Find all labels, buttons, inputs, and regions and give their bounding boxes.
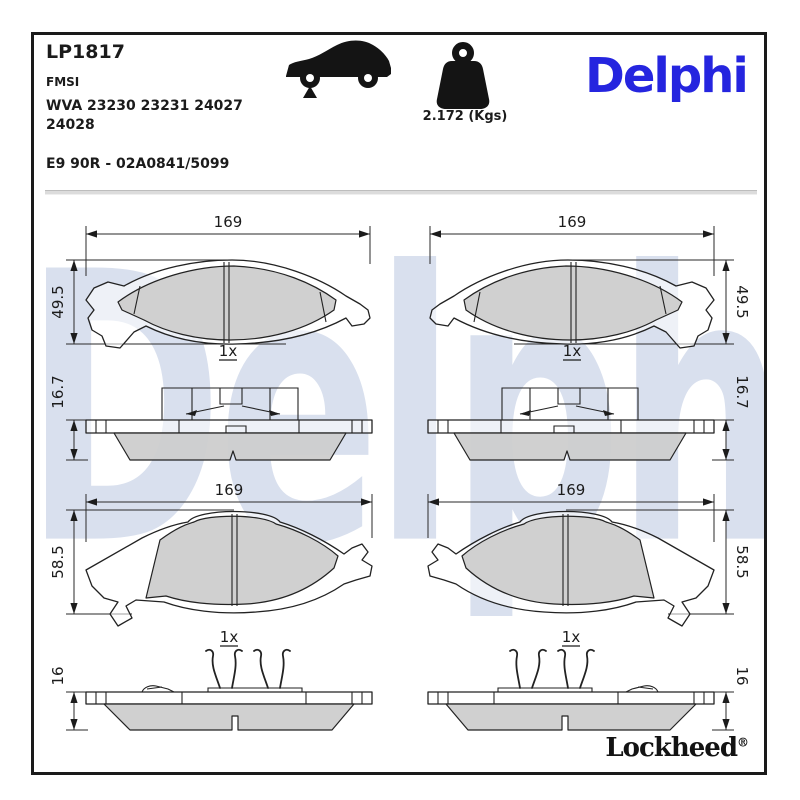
edge-height-label: 16.7	[733, 375, 751, 408]
dim-width-label: 169	[558, 213, 587, 231]
wva-line-2: 24028	[46, 117, 95, 133]
drawing-geometry	[427, 494, 734, 731]
edge-height-label: 16	[733, 666, 751, 685]
drawing-geometry	[427, 226, 734, 461]
weight-body	[436, 61, 490, 109]
qty-label: 1x	[219, 342, 238, 360]
qty-label: 1x	[562, 628, 581, 646]
dim-height-label: 49.5	[733, 285, 751, 318]
dim-height-label: 49.5	[49, 285, 67, 318]
wva-line-1: WVA 23230 23231 24027	[46, 98, 243, 114]
dim-height-label: 58.5	[49, 545, 67, 578]
qty-label: 1x	[563, 342, 582, 360]
lockheed-wordmark: Lockheed	[605, 733, 738, 763]
car-side-icon	[286, 40, 391, 98]
car-body	[286, 40, 391, 77]
weight-icon	[436, 42, 490, 109]
drawing-bottom-left: 169 58.5 1x 16	[49, 481, 373, 731]
edge-height-label: 16	[49, 666, 67, 685]
dim-width-label: 169	[214, 213, 243, 231]
delphi-logo: Delphi	[585, 48, 749, 104]
drawing-top-left: 169 49.5 1x 16.7	[49, 213, 373, 461]
car-hub-front	[306, 74, 314, 82]
weight-value: 2.172 (Kgs)	[422, 109, 508, 124]
car-hub-rear	[364, 74, 372, 82]
weight-handle	[452, 42, 474, 64]
wva-numbers: WVA 23230 23231 24027 24028	[46, 97, 243, 135]
ece-approval-number: E9 90R - 02A0841/5099	[46, 156, 230, 172]
dim-height-label: 58.5	[733, 545, 751, 578]
drawing-geometry	[66, 226, 373, 461]
document-frame: Delphi LP1817 FMSI WVA 23230 23231 24027…	[31, 32, 767, 775]
dim-width-label: 169	[557, 481, 586, 499]
part-number: LP1817	[46, 41, 125, 63]
front-axle-marker-triangle	[303, 86, 317, 98]
registered-trademark-symbol: ®	[737, 735, 749, 750]
drawing-bottom-right: 169 58.5 1x 16	[427, 481, 751, 731]
lockheed-logo: Lockheed®	[605, 733, 749, 763]
qty-label: 1x	[220, 628, 239, 646]
header-divider	[45, 190, 757, 195]
dim-width-label: 169	[215, 481, 244, 499]
fmsi-label: FMSI	[46, 75, 80, 89]
drawing-geometry	[66, 494, 373, 731]
drawing-top-right: 169 49.5 1x 16.7	[427, 213, 751, 461]
edge-height-label: 16.7	[49, 375, 67, 408]
